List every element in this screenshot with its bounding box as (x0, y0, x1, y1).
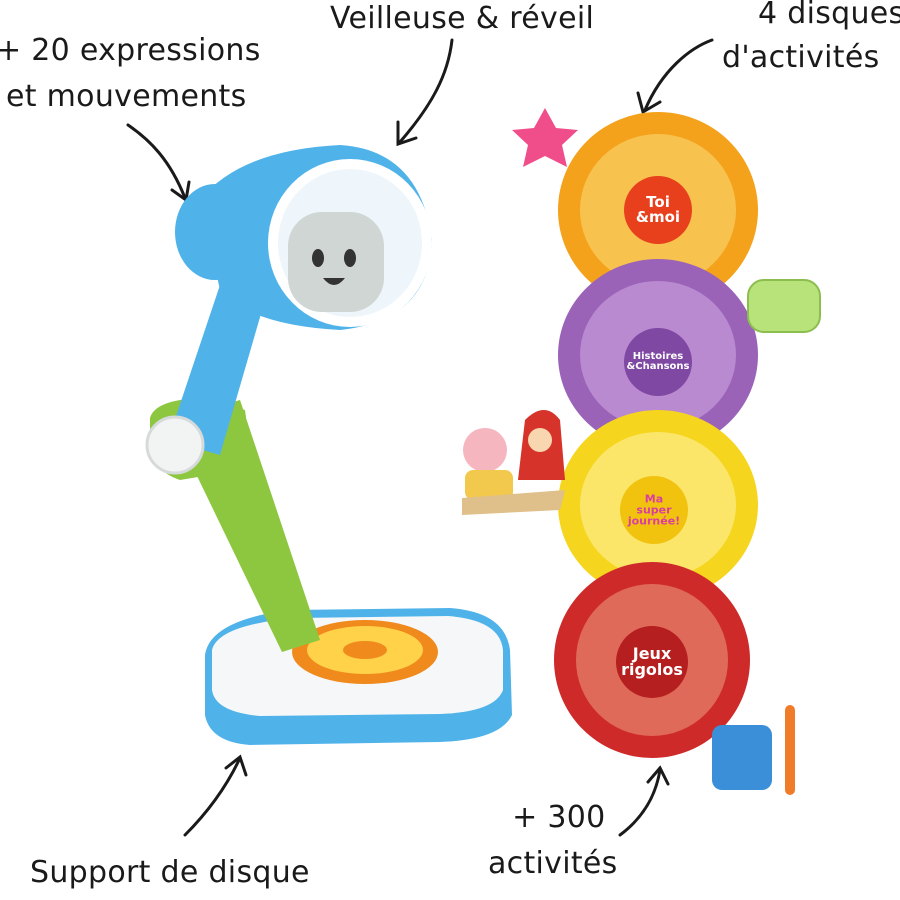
callout-activities: + 300 activités (488, 800, 618, 881)
joint-knob (145, 415, 205, 475)
arrow-discs (643, 38, 714, 112)
callout-expressions: + 20 expressions et mouvements (0, 33, 261, 114)
lamp (145, 145, 512, 745)
disc-label-toi-moi: Toi&moi (635, 193, 681, 226)
disc-label-histoires: Histoires&Chansons (626, 351, 690, 372)
arrow-night-light (398, 38, 454, 144)
callout-discs: 4 disques d'activités (722, 0, 900, 75)
pig-sticker (463, 428, 513, 500)
arrow-disc-holder (183, 756, 242, 837)
arrow-activities (618, 768, 662, 837)
star-sticker (512, 108, 578, 167)
toothpaste-sticker (712, 705, 795, 795)
callout-disc-holder: Support de disque (30, 855, 310, 890)
face-screen (288, 212, 384, 312)
arrow-expressions (126, 123, 187, 200)
red-riding-hood-sticker (462, 410, 565, 515)
pillow-sticker (747, 279, 821, 333)
lamp-arm-blue (168, 285, 265, 455)
callout-night-light: Veilleuse & réveil (330, 1, 595, 36)
activity-discs (554, 112, 758, 758)
